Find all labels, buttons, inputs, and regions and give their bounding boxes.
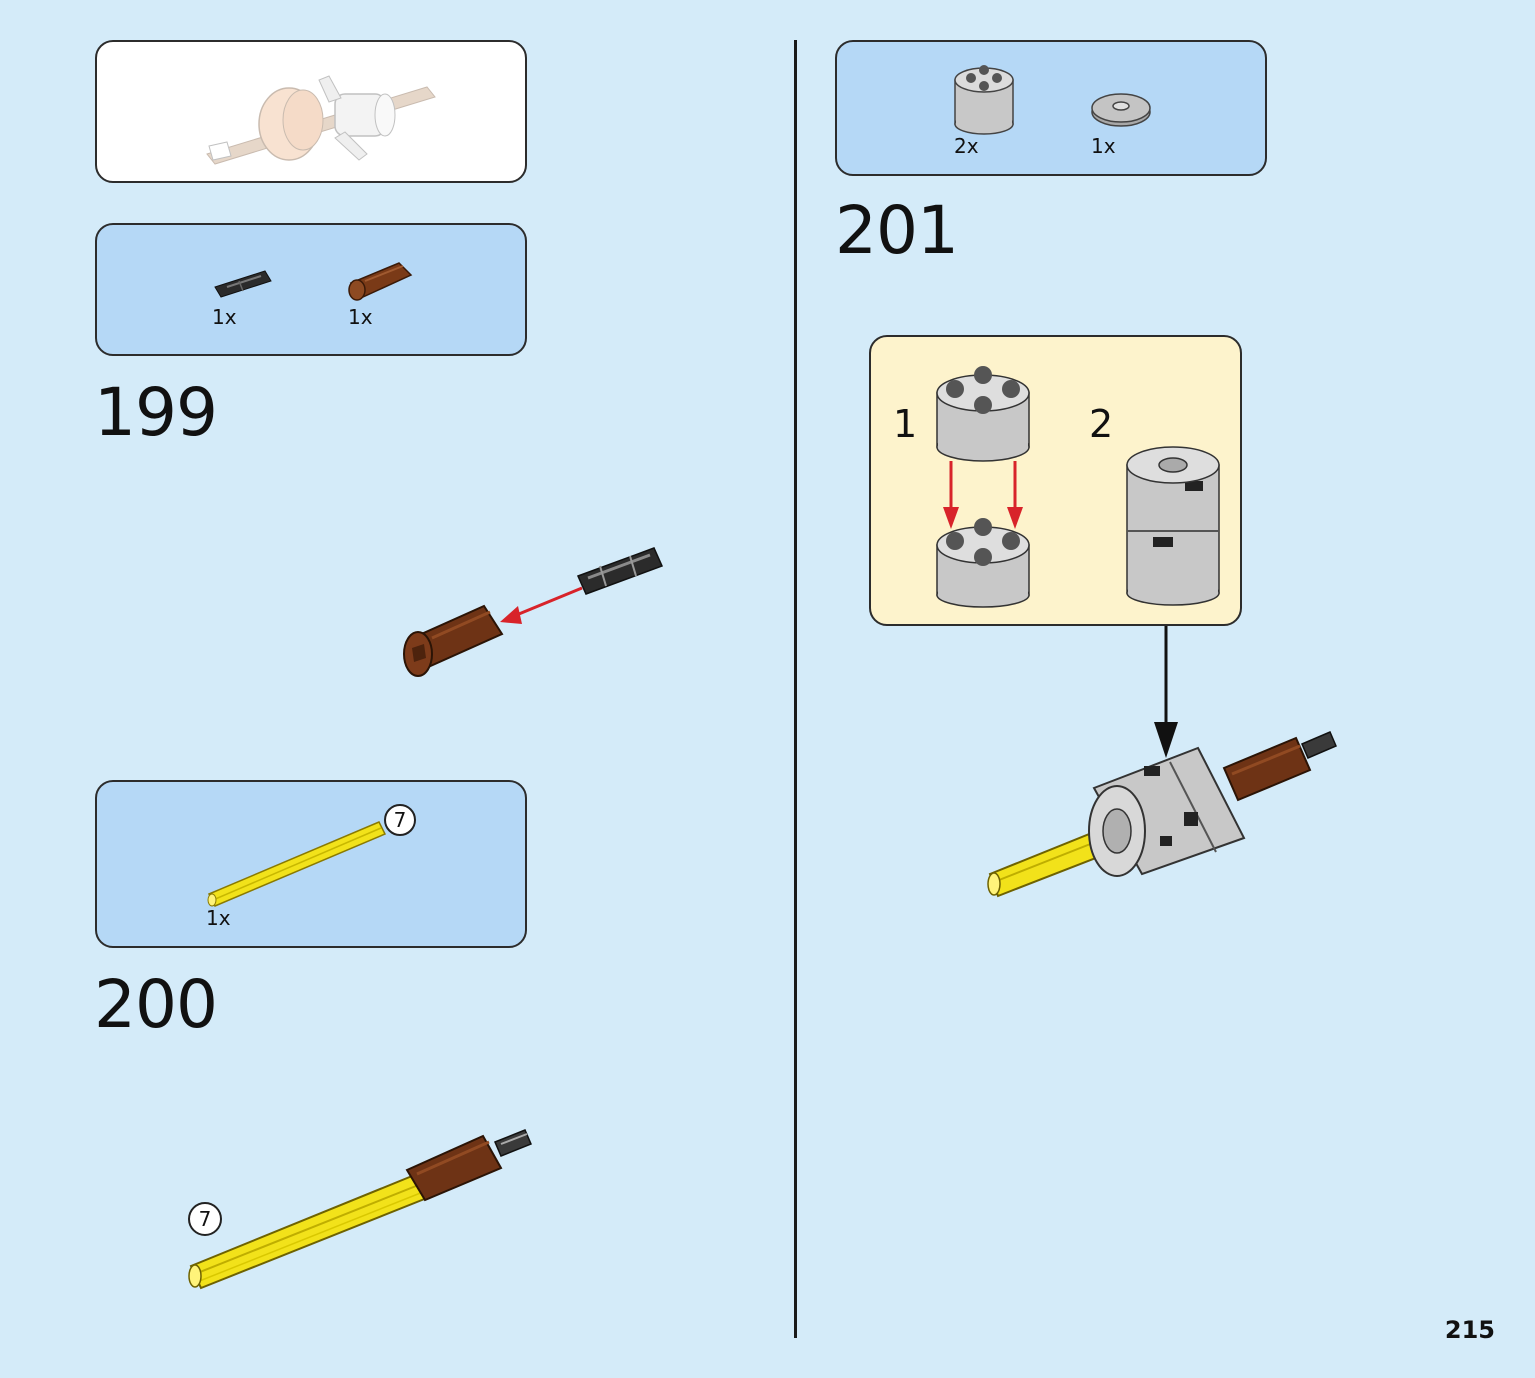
stud-icon bbox=[974, 518, 992, 536]
assembly-arrow bbox=[1154, 626, 1178, 758]
step-200-illustration bbox=[188, 1129, 532, 1290]
axle-pin-icon bbox=[214, 270, 272, 298]
substep-number: 1 bbox=[893, 402, 918, 446]
arrow-icon bbox=[1007, 507, 1023, 529]
substep-2-illustration bbox=[1126, 446, 1220, 606]
substep-1-illustration bbox=[936, 366, 1030, 608]
step-199-illustration bbox=[403, 547, 664, 677]
step-201-illustration bbox=[987, 731, 1337, 898]
stud-icon bbox=[946, 532, 964, 550]
stud-icon bbox=[1002, 532, 1020, 550]
round-brick-icon bbox=[954, 65, 1014, 135]
part-quantity: 2x bbox=[954, 134, 979, 158]
model-preview-box bbox=[95, 40, 527, 183]
yellow-axle-icon bbox=[207, 821, 387, 907]
arrow-icon bbox=[500, 606, 522, 624]
stud-icon bbox=[974, 396, 992, 414]
faded-model-preview-icon bbox=[206, 75, 436, 165]
part-quantity: 1x bbox=[206, 906, 231, 930]
length-badge: 7 bbox=[384, 804, 416, 836]
length-badge: 7 bbox=[188, 1202, 222, 1236]
stud-icon bbox=[1002, 380, 1020, 398]
column-divider bbox=[794, 40, 797, 1338]
step-number-199: 199 bbox=[94, 374, 218, 451]
step-number-201: 201 bbox=[835, 192, 959, 269]
step-number-200: 200 bbox=[94, 966, 218, 1043]
arrow-icon bbox=[943, 507, 959, 529]
page-number: 215 bbox=[1444, 1316, 1495, 1344]
stud-icon bbox=[946, 380, 964, 398]
arrow-icon bbox=[1154, 722, 1178, 758]
hex-connector-icon bbox=[348, 262, 413, 301]
axle-pin-icon bbox=[1301, 731, 1337, 759]
parts-list-step-201: 2x 1x bbox=[835, 40, 1267, 176]
round-tile-hole-icon bbox=[1091, 93, 1151, 127]
hex-connector-icon bbox=[405, 1134, 503, 1202]
hex-connector-icon bbox=[1222, 736, 1312, 802]
part-quantity: 1x bbox=[212, 305, 237, 329]
sub-assembly-box: 1 2 bbox=[869, 335, 1242, 626]
parts-list-step-199: 1x 1x bbox=[95, 223, 527, 356]
stud-icon bbox=[974, 366, 992, 384]
part-quantity: 1x bbox=[348, 305, 373, 329]
part-quantity: 1x bbox=[1091, 134, 1116, 158]
stud-icon bbox=[974, 548, 992, 566]
substep-number: 2 bbox=[1089, 402, 1114, 446]
parts-list-step-200: 7 1x bbox=[95, 780, 527, 948]
